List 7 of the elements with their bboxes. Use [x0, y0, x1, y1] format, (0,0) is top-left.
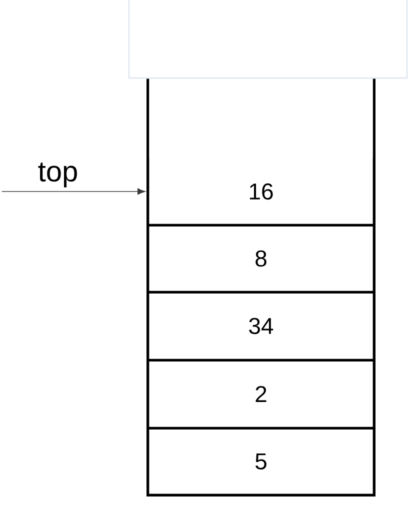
arrow [1, 188, 146, 195]
stack-cell: 16 [146, 158, 376, 226]
stack-cell: 2 [146, 360, 376, 430]
stack-cell: 8 [146, 224, 376, 294]
stack-cell: 5 [146, 428, 376, 496]
stack-cell: 34 [146, 292, 376, 362]
edge-label: top [38, 162, 77, 188]
